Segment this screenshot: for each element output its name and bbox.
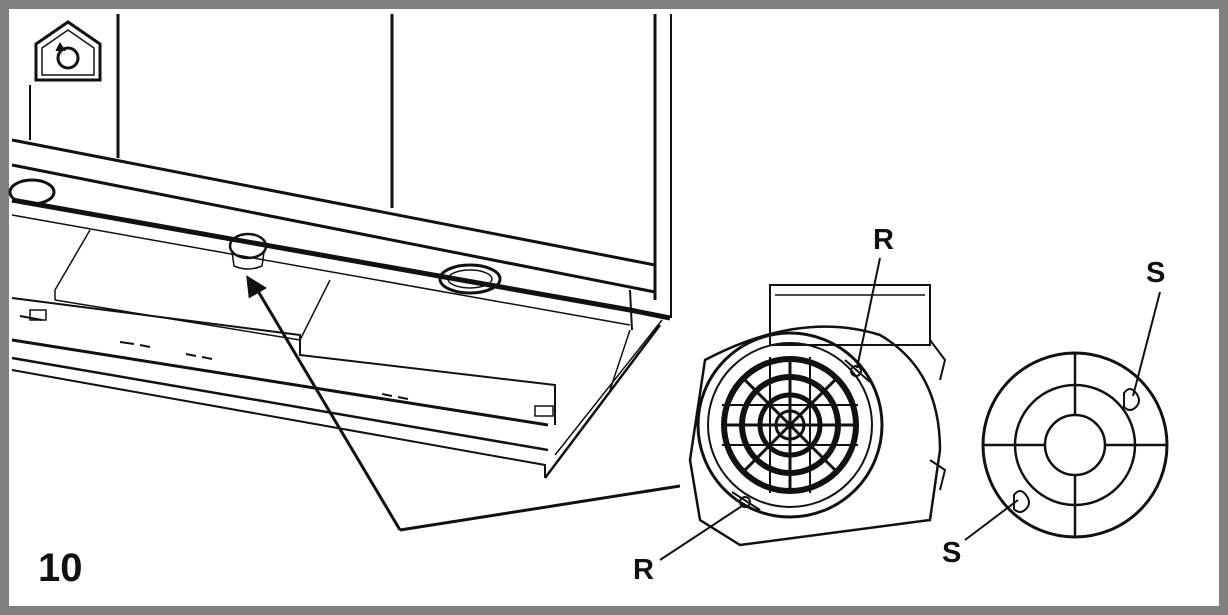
house-recirculation-icon bbox=[34, 20, 102, 82]
label-s-bottom: S bbox=[942, 537, 962, 569]
r-leaders bbox=[659, 257, 881, 561]
s-leaders bbox=[964, 291, 1161, 541]
hood-body bbox=[8, 138, 671, 479]
filter-disc bbox=[981, 351, 1169, 539]
label-r-bottom: R bbox=[633, 554, 654, 586]
step-number: 10 bbox=[38, 546, 83, 590]
label-s-top: S bbox=[1146, 257, 1166, 289]
fan-motor bbox=[688, 284, 947, 547]
wall-cabinets bbox=[29, 14, 672, 318]
pointer-arrows bbox=[246, 275, 681, 532]
label-r-top: R bbox=[873, 224, 894, 256]
